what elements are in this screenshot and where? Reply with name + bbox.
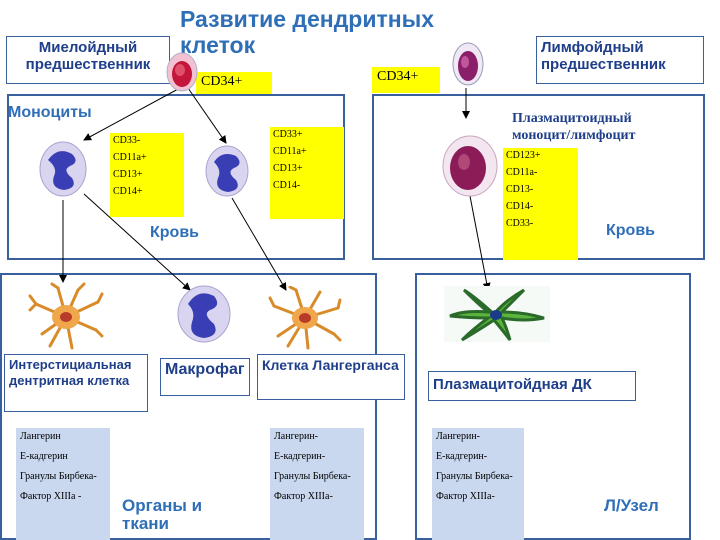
blood-label-right: Кровь [606, 222, 655, 239]
lymph-node-label: Л/Узел [604, 496, 659, 515]
marker: CD13- [506, 184, 534, 195]
marker: CD11a+ [113, 152, 147, 163]
marker: Гранулы Бирбека- [436, 471, 513, 482]
marker: CD13+ [273, 163, 303, 174]
marker: CD13+ [113, 169, 143, 180]
marker: CD11a+ [273, 146, 307, 157]
langerhans-markers: Лангерин- Е-кадгерин- Гранулы Бирбека- Ф… [270, 428, 364, 540]
myeloid-progenitor-label: Миелойдный предшественник [6, 36, 170, 84]
plasmacytoid-markers: CD123+ CD11a- CD13- CD14- CD33- [503, 148, 578, 260]
monocytes-label: Моноциты [8, 104, 92, 121]
plasmacytoid-dc-markers: Лангерин- Е-кадгерин- Гранулы Бирбека- Ф… [432, 428, 524, 540]
marker: CD33- [113, 135, 141, 146]
marker: CD33- [506, 218, 534, 229]
marker: Гранулы Бирбека- [20, 471, 97, 482]
plasmacytoid-dc-label: Плазмацитойдная ДК [428, 371, 636, 401]
plasmacytoid-cell-icon [442, 135, 498, 197]
arrow-to-monocyte-1 [83, 87, 181, 141]
interstitial-dc-label: Интерстициальная дентритная клетка [4, 354, 148, 412]
interstitial-dc-icon [28, 282, 104, 350]
marker: Лангерин- [436, 431, 481, 442]
macrophage-label: Макрофаг [160, 358, 250, 396]
arrow-to-macrophage [83, 193, 191, 291]
monocyte-1-markers: CD33- CD11a+ CD13+ CD14+ [110, 133, 184, 217]
monocyte-2-markers: CD33+ CD11a+ CD13+ CD14- [270, 127, 344, 219]
langerhans-cell-icon [268, 286, 342, 350]
marker: Фактор XIIIa- [274, 491, 333, 502]
marker: CD14- [273, 180, 301, 191]
marker: Фактор XIIIa - [20, 491, 82, 502]
cd34-tag-left: CD34+ [196, 72, 272, 94]
interstitial-dc-markers: Лангерин Е-кадгерин Гранулы Бирбека- Фак… [16, 428, 110, 540]
lymphoid-progenitor-label: Лимфойдный предшественник [536, 36, 704, 84]
monocyte-1-icon [39, 141, 87, 197]
arrow-to-plasmacytoid-dc [469, 195, 491, 291]
marker: Фактор XIIIa- [436, 491, 495, 502]
langerhans-label: Клетка Лангерганса [257, 354, 405, 400]
marker: Лангерин [20, 431, 61, 442]
marker: CD11a- [506, 167, 538, 178]
organs-label: Органы и ткани [122, 496, 203, 533]
marker: Е-кадгерин- [436, 451, 488, 462]
marker: CD123+ [506, 150, 541, 161]
plasmacytoid-dc-icon [444, 286, 550, 342]
marker: Лангерин- [274, 431, 319, 442]
arrow-to-langerhans [231, 197, 287, 291]
page-title: Развитие дендритных клеток [180, 6, 435, 58]
plasmacytoid-label: Плазмацитоидный моноцит/лимфоцит [512, 111, 636, 143]
cd34-tag-right: CD34+ [372, 67, 440, 93]
marker: Е-кадгерин [20, 451, 68, 462]
marker: CD33+ [273, 129, 303, 140]
macrophage-icon [177, 285, 231, 343]
lymphoid-progenitor-cell-icon [452, 42, 484, 86]
marker: CD14+ [113, 186, 143, 197]
myeloid-progenitor-cell-icon [166, 52, 198, 92]
blood-label-left: Кровь [150, 224, 199, 241]
arrow-to-monocyte-2 [187, 87, 227, 144]
marker: Гранулы Бирбека- [274, 471, 351, 482]
marker: CD14- [506, 201, 534, 212]
monocyte-2-icon [205, 145, 249, 197]
marker: Е-кадгерин- [274, 451, 326, 462]
